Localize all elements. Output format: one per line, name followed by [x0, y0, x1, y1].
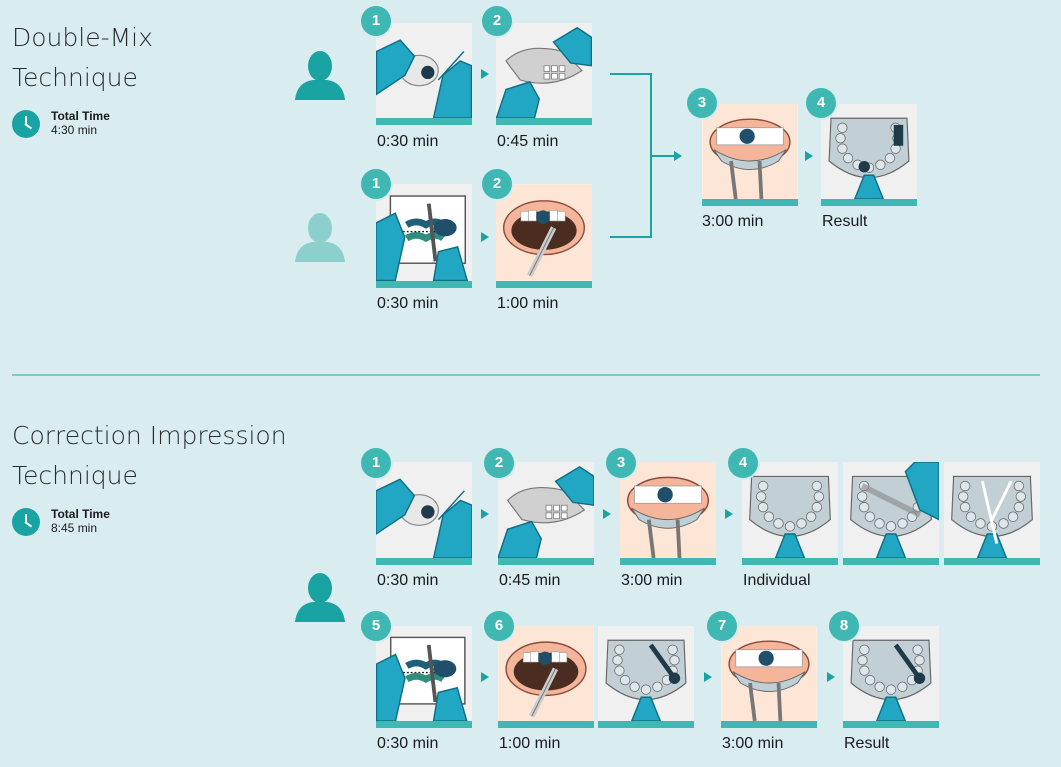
step-number-badge: 2	[484, 448, 514, 478]
step-number-badge: 4	[728, 448, 758, 478]
person-icon	[295, 51, 345, 100]
step-number-badge: 2	[482, 6, 512, 36]
title-line-2: Technique	[12, 63, 138, 92]
arrow-right-icon	[481, 509, 489, 519]
connector-line	[610, 73, 652, 75]
title-line-2: Technique	[12, 461, 138, 490]
step-image-hands-mixing	[376, 23, 472, 125]
step-image-tray-loading	[498, 462, 594, 565]
step-caption: 3:00 min	[702, 213, 764, 230]
arrow-right-icon	[674, 151, 682, 161]
step-number-badge: 8	[829, 611, 859, 641]
connector-line	[650, 155, 674, 157]
step-image-arch-individual-a	[742, 462, 838, 565]
step-number-badge: 4	[806, 88, 836, 118]
person-icon	[295, 573, 345, 622]
step-image-mixing-pad	[376, 184, 472, 288]
step-caption: 0:45 min	[497, 133, 559, 150]
step-image-result	[821, 104, 917, 206]
total-time-label: Total Time	[51, 507, 110, 521]
step-image-syringe-mouth	[496, 184, 592, 288]
step-caption: 0:30 min	[377, 735, 439, 752]
title-line-1: Double-Mix	[12, 23, 153, 52]
clock-icon	[12, 508, 40, 536]
step-number-badge: 3	[606, 448, 636, 478]
arrow-right-icon	[704, 672, 712, 682]
person-icon	[295, 213, 345, 262]
arrow-right-icon	[481, 672, 489, 682]
clock-icon	[12, 110, 40, 138]
step-image-tray-loading	[496, 23, 592, 125]
total-time-label: Total Time	[51, 109, 110, 123]
step-image-arch-individual-c	[944, 462, 1040, 565]
step-caption: Result	[844, 735, 890, 752]
step-number-badge: 7	[707, 611, 737, 641]
section-title-correction-impression: Correction Impression Technique	[12, 416, 287, 496]
step-image-mixing-pad	[376, 626, 472, 728]
step-number-badge: 5	[361, 611, 391, 641]
arrow-right-icon	[725, 509, 733, 519]
step-image-arch-individual-b	[843, 462, 939, 565]
arrow-right-icon	[603, 509, 611, 519]
step-caption: 0:30 min	[377, 295, 439, 312]
connector-line	[610, 236, 652, 238]
step-number-badge: 1	[361, 448, 391, 478]
step-caption: 1:00 min	[497, 295, 559, 312]
step-caption: Result	[822, 213, 868, 230]
section-divider	[12, 374, 1040, 376]
step-caption: 0:30 min	[377, 572, 439, 589]
step-image-bite-tray	[620, 462, 716, 565]
step-number-badge: 2	[482, 169, 512, 199]
step-image-bite-tray	[721, 626, 817, 728]
total-time-correction-impression: Total Time 8:45 min	[12, 507, 110, 536]
step-image-arch-syringe	[598, 626, 694, 728]
step-image-syringe-mouth	[498, 626, 594, 728]
step-number-badge: 1	[361, 169, 391, 199]
section-title-double-mix: Double-Mix Technique	[12, 18, 153, 98]
arrow-right-icon	[481, 69, 489, 79]
step-caption: 3:00 min	[722, 735, 784, 752]
step-number-badge: 1	[361, 6, 391, 36]
total-time-value: 4:30 min	[51, 123, 98, 137]
step-number-badge: 3	[687, 88, 717, 118]
arrow-right-icon	[805, 151, 813, 161]
step-image-result	[843, 626, 939, 728]
step-caption: 0:30 min	[377, 133, 439, 150]
step-caption: Individual	[743, 572, 811, 589]
total-time-value: 8:45 min	[51, 521, 98, 535]
step-caption: 1:00 min	[499, 735, 561, 752]
arrow-right-icon	[481, 232, 489, 242]
step-image-hands-mixing	[376, 462, 472, 565]
step-number-badge: 6	[484, 611, 514, 641]
total-time-double-mix: Total Time 4:30 min	[12, 109, 110, 138]
step-caption: 0:45 min	[499, 572, 561, 589]
step-image-bite-tray	[702, 104, 798, 206]
arrow-right-icon	[827, 672, 835, 682]
step-caption: 3:00 min	[621, 572, 683, 589]
title-line-1: Correction Impression	[12, 421, 287, 450]
